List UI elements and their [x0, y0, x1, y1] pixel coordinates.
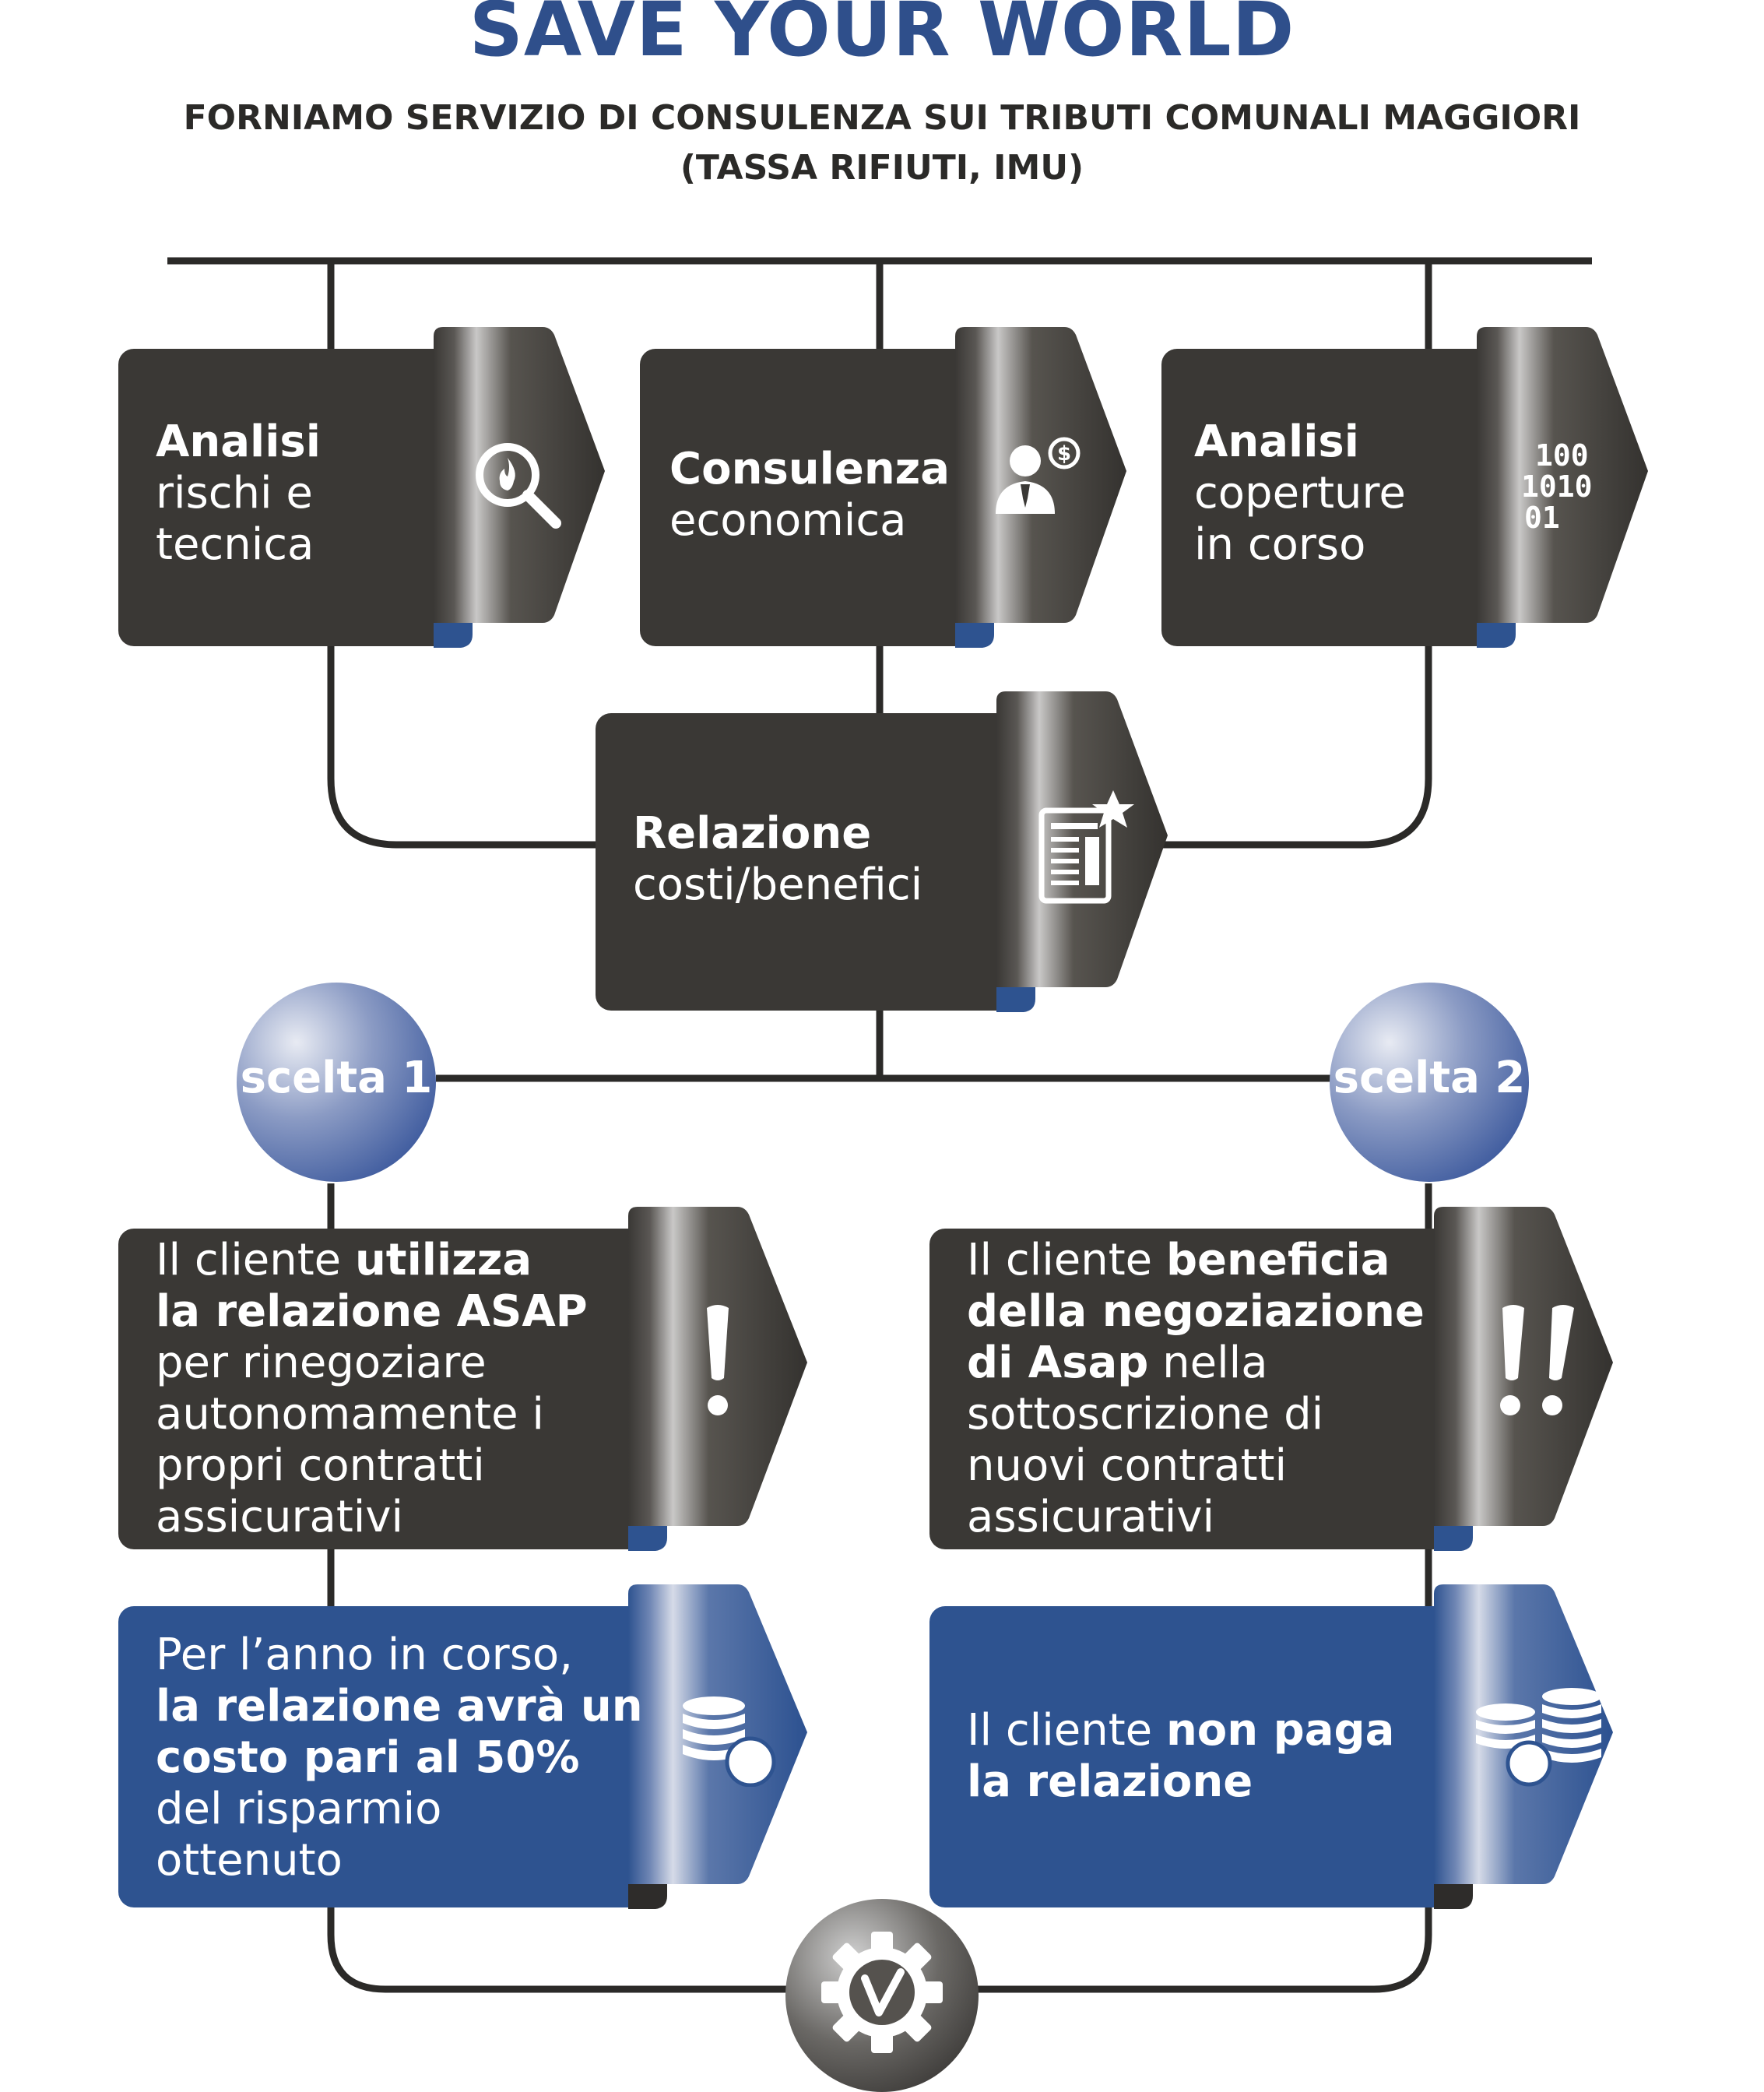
choice-text-line: per rinegoziare [156, 1338, 487, 1388]
text-part-bold: di Asap [967, 1338, 1149, 1388]
choice-2-cost: Il cliente non paga la relazione [929, 1584, 1646, 1909]
choice-text-line: nuovi contratti [967, 1440, 1288, 1491]
coins-stacks-icon [1476, 1688, 1601, 1787]
step-title: Relazione [633, 808, 872, 859]
text-part-bold: utilizza [354, 1235, 532, 1285]
choice-label-1: scelta 1 [240, 1053, 433, 1103]
consultant-dollar-icon: $ [996, 437, 1081, 514]
step-analisi-rischi: Analisi rischi e tecnica [118, 327, 605, 648]
choice-1-description: Il cliente utilizza la relazione ASAP pe… [118, 1207, 835, 1551]
cost-text-line: Per l’anno in corso, [156, 1630, 573, 1680]
binary-line: 01 [1524, 501, 1560, 535]
choice-text-line: Il cliente utilizza [156, 1235, 588, 1286]
exclamation-icon [707, 1305, 729, 1415]
choice-text-line: la relazione ASAP [156, 1286, 588, 1337]
cost-text-line: la relazione avrà un [156, 1681, 643, 1732]
page-title: SAVE YOUR WORLD [469, 0, 1295, 73]
binary-line: 1010 [1521, 469, 1593, 504]
text-part: nella [1148, 1338, 1268, 1388]
choice-text-line: assicurativi [156, 1492, 404, 1542]
step-title: Analisi [1194, 417, 1359, 467]
subtitle-line-1: FORNIAMO SERVIZIO DI CONSULENZA SUI TRIB… [183, 98, 1581, 138]
text-part: Il cliente [967, 1705, 1166, 1756]
binary-code-icon: 100 1010 01 [1521, 440, 1593, 533]
choice-text-line: Il cliente beneficia [967, 1235, 1425, 1286]
step-text: coperture [1194, 468, 1406, 519]
choice-2-description: Il cliente beneficia della negoziazione … [929, 1207, 1646, 1551]
choice-text-line: assicurativi [967, 1492, 1215, 1542]
text-part: Il cliente [156, 1235, 355, 1285]
coins-icon [683, 1696, 776, 1787]
step-text: costi/benefici [633, 860, 923, 910]
cost-text-line: Il cliente non paga [967, 1705, 1394, 1756]
cost-text-line: del risparmio [156, 1784, 442, 1834]
choice-1-cost: Per l’anno in corso, la relazione avrà u… [118, 1584, 835, 1909]
choice-text-line: della negoziazione [967, 1286, 1425, 1337]
step-consulenza: Consulenza economica $ [640, 327, 1126, 648]
choice-text-line: autonomamente i [156, 1389, 544, 1440]
choice-text-line: di Asap nella [967, 1338, 1425, 1389]
step-text: in corso [1194, 519, 1366, 570]
choice-text-line: sottoscrizione di [967, 1389, 1324, 1440]
choice-text-line: propri contratti [156, 1440, 485, 1491]
choice-circle-2 [1330, 983, 1529, 1182]
step-text: economica [669, 495, 907, 546]
choice-label-2: scelta 2 [1333, 1053, 1526, 1103]
choice-circle-1 [237, 983, 436, 1182]
cost-text-line: costo pari al 50% [156, 1732, 580, 1783]
svg-text:$: $ [1057, 442, 1071, 466]
binary-line: 100 [1535, 438, 1589, 473]
step-relazione: Relazione costi/benefici [596, 691, 1168, 1012]
report-star-icon [1038, 790, 1134, 904]
text-part-bold: non paga [1165, 1705, 1395, 1756]
step-title: Analisi [156, 417, 321, 467]
cost-text-line: ottenuto [156, 1835, 343, 1886]
gear-check-icon [785, 1899, 979, 2092]
step-text: tecnica [156, 519, 314, 570]
text-part-bold: beneficia [1165, 1235, 1390, 1285]
text-part: Il cliente [967, 1235, 1166, 1285]
subtitle-line-2: (TASSA RIFIUTI, IMU) [680, 148, 1084, 188]
step-title: Consulenza [669, 444, 951, 494]
step-text: rischi e [156, 468, 313, 519]
step-analisi-coperture: Analisi coperture in corso 100 1010 01 [1161, 327, 1648, 648]
cost-text-line: la relazione [967, 1756, 1253, 1807]
double-exclamation-icon [1500, 1305, 1574, 1415]
magnifier-flame-icon [476, 443, 561, 529]
